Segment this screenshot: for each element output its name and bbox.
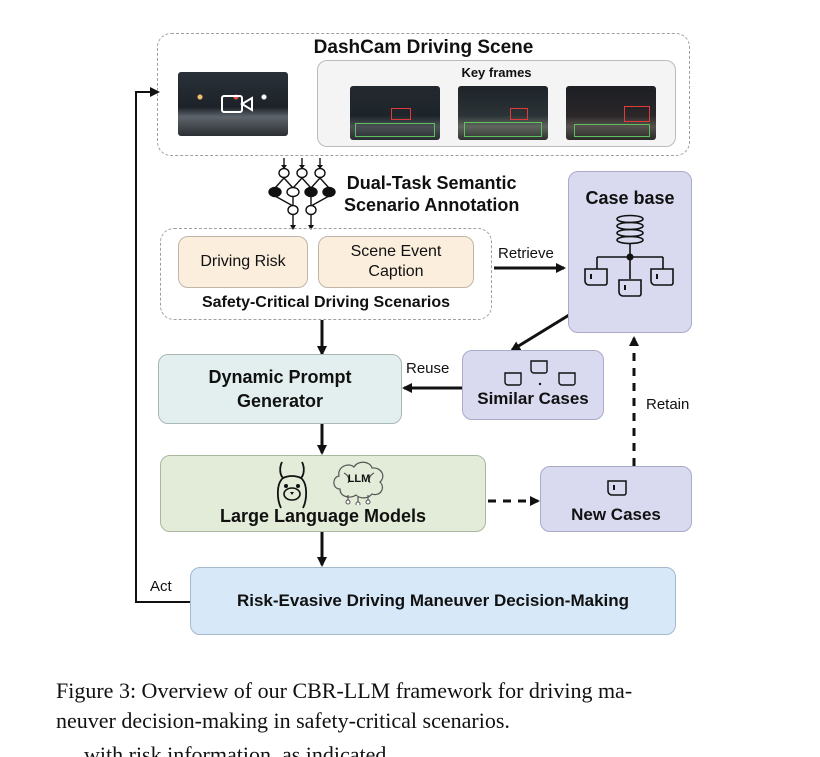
lane-box-2 <box>464 122 542 137</box>
next-line-clip: with risk information, as indicated, ... <box>0 740 820 757</box>
keyframe-1 <box>350 86 440 140</box>
figure-caption-line1: Figure 3: Overview of our CBR-LLM framew… <box>56 678 633 703</box>
similar-cases-icons <box>504 360 576 386</box>
prompt-generator-box: Dynamic Prompt Generator <box>158 354 402 424</box>
annotation-line1: Dual-Task Semantic <box>346 173 517 193</box>
keyframes-label: Key frames <box>461 65 532 80</box>
scene-caption-line2: Caption <box>368 263 424 280</box>
similar-cases-title: Similar Cases <box>477 389 589 408</box>
keyframe-3 <box>566 86 656 140</box>
new-cases-title: New Cases <box>571 505 661 524</box>
reuse-label: Reuse <box>406 360 450 377</box>
driving-risk-box: Driving Risk <box>178 236 308 288</box>
risk-box-2 <box>510 108 528 120</box>
new-case-icon <box>607 480 627 496</box>
case-tree-icon <box>584 214 674 297</box>
retain-label: Retain <box>646 396 690 413</box>
llm-brain-icon <box>333 461 384 505</box>
risk-box-1 <box>391 108 411 120</box>
dashcam-video-frame <box>178 72 288 136</box>
driving-risk-label: Driving Risk <box>200 253 286 270</box>
lane-box-1 <box>355 123 435 137</box>
case-base-title: Case base <box>585 188 675 208</box>
decision-title: Risk-Evasive Driving Maneuver Decision-M… <box>236 591 630 610</box>
body-text-fragment: with risk information, as indicated, ... <box>84 742 414 757</box>
scenarios-title: Safety-Critical Driving Scenarios <box>201 294 451 311</box>
dashcam-scene-panel <box>157 33 690 156</box>
figure-caption: Figure 3: Overview of our CBR-LLM framew… <box>56 676 776 736</box>
lane-box-3 <box>574 124 650 137</box>
risk-box-3 <box>624 106 650 122</box>
llama-icon <box>276 461 308 509</box>
retrieve-label: Retrieve <box>498 245 554 262</box>
neural-network-icon <box>268 158 336 230</box>
prompt-generator-line2: Generator <box>236 391 324 411</box>
case-to-similar-arrow <box>510 310 575 352</box>
dashcam-title: DashCam Driving Scene <box>313 37 534 58</box>
scenarios-panel <box>160 228 492 320</box>
llm-box <box>160 455 486 532</box>
case-base-box: Case base <box>568 171 692 333</box>
scene-caption-line1: Scene Event <box>350 243 442 260</box>
similar-cases-box: Similar Cases <box>462 350 604 420</box>
annotation-title: Dual-Task Semantic Scenario Annotation <box>344 172 519 216</box>
llm-badge: LLM <box>347 473 371 485</box>
decision-box: Risk-Evasive Driving Maneuver Decision-M… <box>190 567 676 635</box>
llm-title: Large Language Models <box>219 506 427 526</box>
prompt-generator-line1: Dynamic Prompt <box>208 367 352 387</box>
annotation-line2: Scenario Annotation <box>344 195 520 215</box>
new-cases-box: New Cases <box>540 466 692 532</box>
figure-caption-line2: neuver decision-making in safety-critica… <box>56 708 510 733</box>
act-label: Act <box>150 578 172 595</box>
scene-caption-box: Scene Event Caption <box>318 236 474 288</box>
video-camera-icon <box>221 95 253 113</box>
act-loop-arrow <box>135 87 190 603</box>
keyframe-2 <box>458 86 548 140</box>
